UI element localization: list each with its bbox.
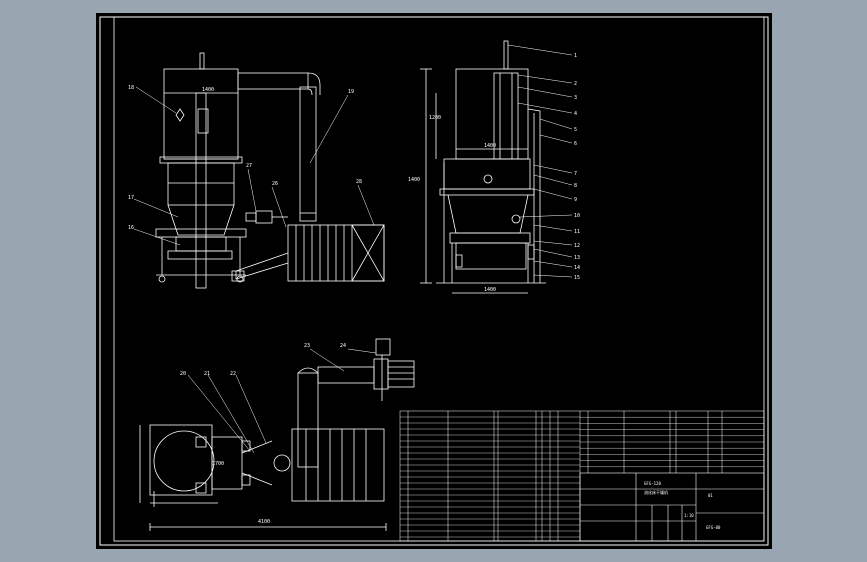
callout-10: 10: [574, 213, 580, 219]
callout-13: 13: [574, 255, 580, 261]
callout-5: 5: [574, 127, 577, 133]
callout-18: 18: [128, 85, 134, 91]
callout-9: 9: [574, 197, 577, 203]
plan-view-leaders: [187, 348, 377, 454]
callout-20: 20: [180, 371, 186, 377]
callout-4: 4: [574, 111, 577, 117]
front-view-leaders: [507, 44, 573, 278]
plan-dim-length: 4100: [258, 519, 270, 525]
callout-14: 14: [574, 265, 580, 271]
plan-dim-width: 1700: [212, 461, 224, 467]
title-scale: 1:10: [684, 513, 694, 518]
callout-23: 23: [304, 343, 310, 349]
callout-1: 1: [574, 53, 577, 59]
callout-12: 12: [574, 243, 580, 249]
front-dim-mid: 1400: [484, 143, 496, 149]
title-model: GFG-120: [644, 481, 661, 486]
front-dim-bottom: 1400: [484, 287, 496, 293]
title-drawing-name: 流化床干燥机: [644, 489, 668, 495]
side-view-callout-lines: [133, 86, 375, 246]
callout-26: 26: [272, 181, 278, 187]
callout-17: 17: [128, 195, 134, 201]
callout-15: 15: [574, 275, 580, 281]
callout-11: 11: [574, 229, 580, 235]
front-view-callouts: 1 2 3 4 5 6 7 8 9 10 11 12 13 14 15: [574, 53, 580, 281]
front-dim-vertical: 1200: [429, 115, 441, 121]
callout-21: 21: [204, 371, 210, 377]
title-block: [579, 472, 765, 542]
callout-28: 28: [356, 179, 362, 185]
title-drawing-no: GFG-00: [706, 525, 721, 530]
callout-24: 24: [340, 343, 346, 349]
parts-list: [399, 410, 765, 542]
drawing-area: 18 19 27 26 28 17 16 1400: [96, 13, 772, 549]
plan-view: [139, 338, 415, 531]
callout-27: 27: [246, 163, 252, 169]
callout-2: 2: [574, 81, 577, 87]
cad-drawing: 18 19 27 26 28 17 16 1400: [99, 16, 769, 546]
title-sheet-no: 01: [708, 493, 713, 498]
callout-3: 3: [574, 95, 577, 101]
callout-16: 16: [128, 225, 134, 231]
parts-list-rows: [400, 416, 764, 538]
callout-7: 7: [574, 171, 577, 177]
outer-frame: [99, 16, 769, 546]
side-view: [155, 52, 385, 289]
callout-8: 8: [574, 183, 577, 189]
callout-19: 19: [348, 89, 354, 95]
side-dim-top: 1400: [202, 87, 214, 93]
callout-22: 22: [230, 371, 236, 377]
front-view: [420, 40, 546, 294]
callout-6: 6: [574, 141, 577, 147]
front-dim-height: 1400: [408, 177, 420, 183]
